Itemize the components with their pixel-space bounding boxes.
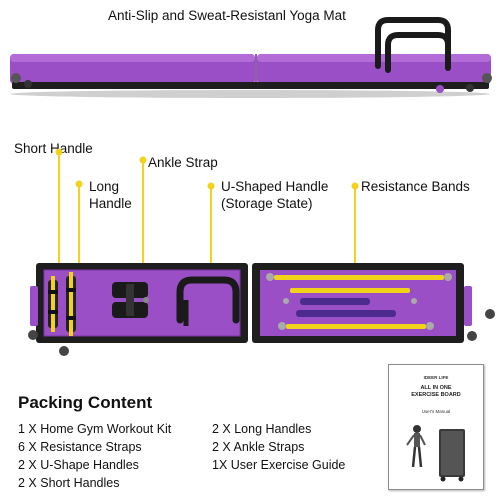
manual-cover-illustration bbox=[406, 425, 465, 482]
label-ankle-strap: Ankle Strap bbox=[148, 155, 218, 170]
label-long-handle: Long Handle bbox=[89, 179, 132, 211]
u-handle-front bbox=[385, 32, 451, 73]
label-short-handle: Short Handle bbox=[14, 141, 93, 156]
u-handle-back bbox=[375, 17, 451, 69]
packing-item: 2 X U-Shape Handles bbox=[18, 458, 139, 472]
packing-item: 6 X Resistance Straps bbox=[18, 440, 142, 454]
top-title: Anti-Slip and Sweat-Resistanl Yoga Mat bbox=[108, 8, 346, 23]
packing-item: 1X User Exercise Guide bbox=[212, 458, 346, 472]
packing-item: 1 X Home Gym Workout Kit bbox=[18, 422, 172, 436]
packing-item: 2 X Ankle Straps bbox=[212, 440, 305, 454]
label-resistance-bands: Resistance Bands bbox=[361, 179, 470, 194]
packing-item: 2 X Long Handles bbox=[212, 422, 312, 436]
manual-title: ALL IN ONE EXERCISE BOARD bbox=[411, 385, 461, 398]
u-shaped-handle-storage bbox=[176, 276, 240, 324]
manual-brand: IDEER LIFE bbox=[423, 375, 449, 380]
yoga-mat-image bbox=[10, 17, 492, 98]
manual-subtitle: User's Manual bbox=[421, 409, 451, 414]
user-manual-booklet: IDEER LIFE ALL IN ONE EXERCISE BOARD Use… bbox=[388, 364, 484, 490]
packing-title: Packing Content bbox=[18, 393, 153, 412]
ankle-straps bbox=[112, 282, 149, 318]
open-board-image bbox=[28, 148, 495, 356]
long-handles bbox=[66, 272, 76, 336]
label-u-shaped-handle: U-Shaped Handle (Storage State) bbox=[221, 179, 329, 211]
packing-item: 2 X Short Handles bbox=[18, 476, 120, 490]
resistance-bands bbox=[266, 273, 452, 330]
short-handles bbox=[48, 276, 58, 332]
